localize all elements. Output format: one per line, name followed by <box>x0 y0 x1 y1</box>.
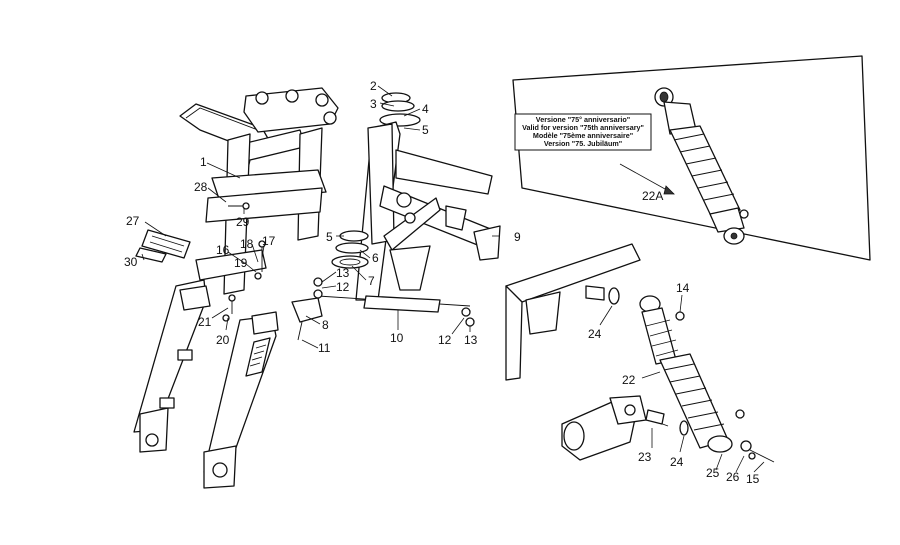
callout-30: 30 <box>124 255 138 269</box>
inset-line-1: Versione "75° anniversario" <box>536 115 630 124</box>
leader-lines <box>141 85 765 473</box>
anniversary-version-inset: Versione "75° anniversario" Valid for ve… <box>512 55 871 261</box>
callout-26: 26 <box>726 470 740 484</box>
callout-3: 3 <box>370 97 377 111</box>
callout-1: 1 <box>200 155 207 169</box>
callout-28: 28 <box>194 180 208 194</box>
callout-22A: 22A <box>642 189 663 203</box>
rear-swingarm <box>505 243 641 381</box>
callout-12a: 12 <box>336 280 350 294</box>
final-drive-housing <box>561 395 689 461</box>
rear-shock-absorber <box>639 295 775 463</box>
callout-5b: 5 <box>326 230 333 244</box>
callout-11: 11 <box>318 341 331 355</box>
callout-10: 10 <box>390 331 404 345</box>
front-fork-assembly <box>133 87 339 489</box>
inset-label-box <box>514 113 652 151</box>
callout-21: 21 <box>198 315 212 329</box>
callout-24b: 24 <box>670 455 684 469</box>
callout-2: 2 <box>370 79 377 93</box>
callout-23: 23 <box>638 450 652 464</box>
callout-8: 8 <box>322 318 329 332</box>
inset-line-4: Version "75. Jubiläum" <box>544 139 622 148</box>
steering-head-frame <box>331 92 501 301</box>
callout-22: 22 <box>622 373 636 387</box>
callout-18: 18 <box>240 237 254 251</box>
callout-17: 17 <box>262 234 276 248</box>
callout-13b: 13 <box>464 333 478 347</box>
callout-5a: 5 <box>422 123 429 137</box>
callout-9: 9 <box>514 230 521 244</box>
callout-14: 14 <box>676 281 690 295</box>
callout-25: 25 <box>706 466 720 480</box>
inset-line-3: Modèle "75ème anniversaire" <box>533 131 633 140</box>
callout-6: 6 <box>372 251 379 265</box>
callout-20: 20 <box>216 333 230 347</box>
callout-19: 19 <box>234 256 248 270</box>
callout-7: 7 <box>368 274 375 288</box>
callout-16: 16 <box>216 243 230 257</box>
callout-29: 29 <box>236 215 250 229</box>
callout-27: 27 <box>126 214 140 228</box>
callout-labels: 1 2 3 4 5 5 6 7 8 9 10 11 12 12 13 13 14… <box>124 79 760 486</box>
callout-13a: 13 <box>336 266 350 280</box>
steering-damper <box>291 277 475 341</box>
callout-4: 4 <box>422 102 429 116</box>
callout-12b: 12 <box>438 333 452 347</box>
callout-15: 15 <box>746 472 760 486</box>
inset-line-2: Valid for version "75th anniversary" <box>522 123 644 132</box>
callout-24a: 24 <box>588 327 602 341</box>
